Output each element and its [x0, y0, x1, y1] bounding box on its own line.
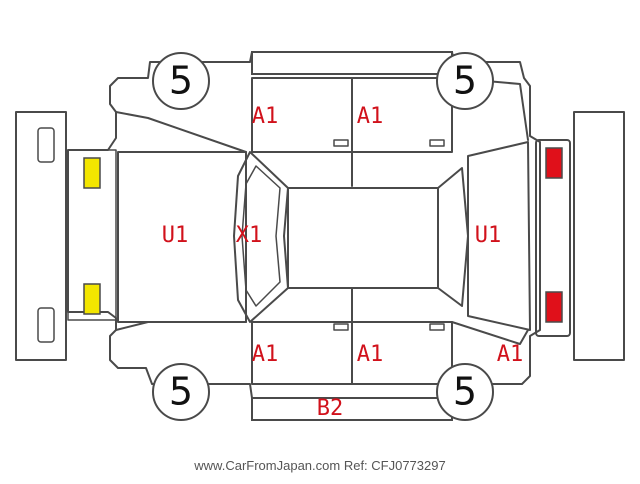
front-light-top: [83, 157, 101, 189]
roof-panel: [287, 187, 439, 289]
front-bumper-slot-top: [37, 127, 55, 163]
code-rear-right-quarter: A1: [497, 342, 524, 367]
lower-front-door-handle: [333, 323, 349, 331]
rear-light-housing: [535, 139, 571, 337]
code-trunk: U1: [475, 223, 502, 248]
trunk-panel: [467, 141, 531, 331]
tire-front-left-number: 5: [169, 59, 193, 103]
lower-rear-fender-line: [451, 321, 529, 345]
top-rocker-strip: [251, 51, 453, 75]
code-front-right-door: A1: [252, 342, 279, 367]
tire-front-right: 5: [152, 363, 210, 421]
upper-fender-line: [115, 111, 247, 153]
watermark-text: www.CarFromJapan.com Ref: CFJ0773297: [194, 458, 446, 473]
upper-side-panel: [251, 77, 453, 153]
tire-rear-left-number: 5: [453, 59, 477, 103]
lower-rear-door-handle: [429, 323, 445, 331]
rear-light-top: [545, 147, 563, 179]
rear-light-bottom: [545, 291, 563, 323]
tire-rear-left: 5: [436, 52, 494, 110]
front-bumper-slot-bottom: [37, 307, 55, 343]
front-bumper: [15, 111, 67, 361]
code-rear-left-door: A1: [357, 104, 384, 129]
code-rear-bumper-side: B2: [317, 396, 344, 421]
windshield-panel: [233, 151, 289, 323]
upper-rear-door-handle: [429, 139, 445, 147]
bottom-rocker-strip: [251, 397, 453, 421]
front-light-bottom: [83, 283, 101, 315]
car-body-outline: [67, 51, 541, 399]
rear-bumper: [573, 111, 625, 361]
front-clip: [67, 149, 117, 321]
tire-front-left: 5: [152, 52, 210, 110]
code-hood: U1: [162, 223, 189, 248]
lower-fender-line: [115, 321, 247, 331]
code-rear-right-door: A1: [357, 342, 384, 367]
code-front-left-door: A1: [252, 104, 279, 129]
windshield-inner: [241, 165, 281, 307]
tire-rear-right-number: 5: [453, 370, 477, 414]
tire-front-right-number: 5: [169, 370, 193, 414]
code-windshield: X1: [236, 223, 263, 248]
rear-window-panel: [437, 167, 469, 307]
tire-rear-right: 5: [436, 363, 494, 421]
upper-front-door-handle: [333, 139, 349, 147]
